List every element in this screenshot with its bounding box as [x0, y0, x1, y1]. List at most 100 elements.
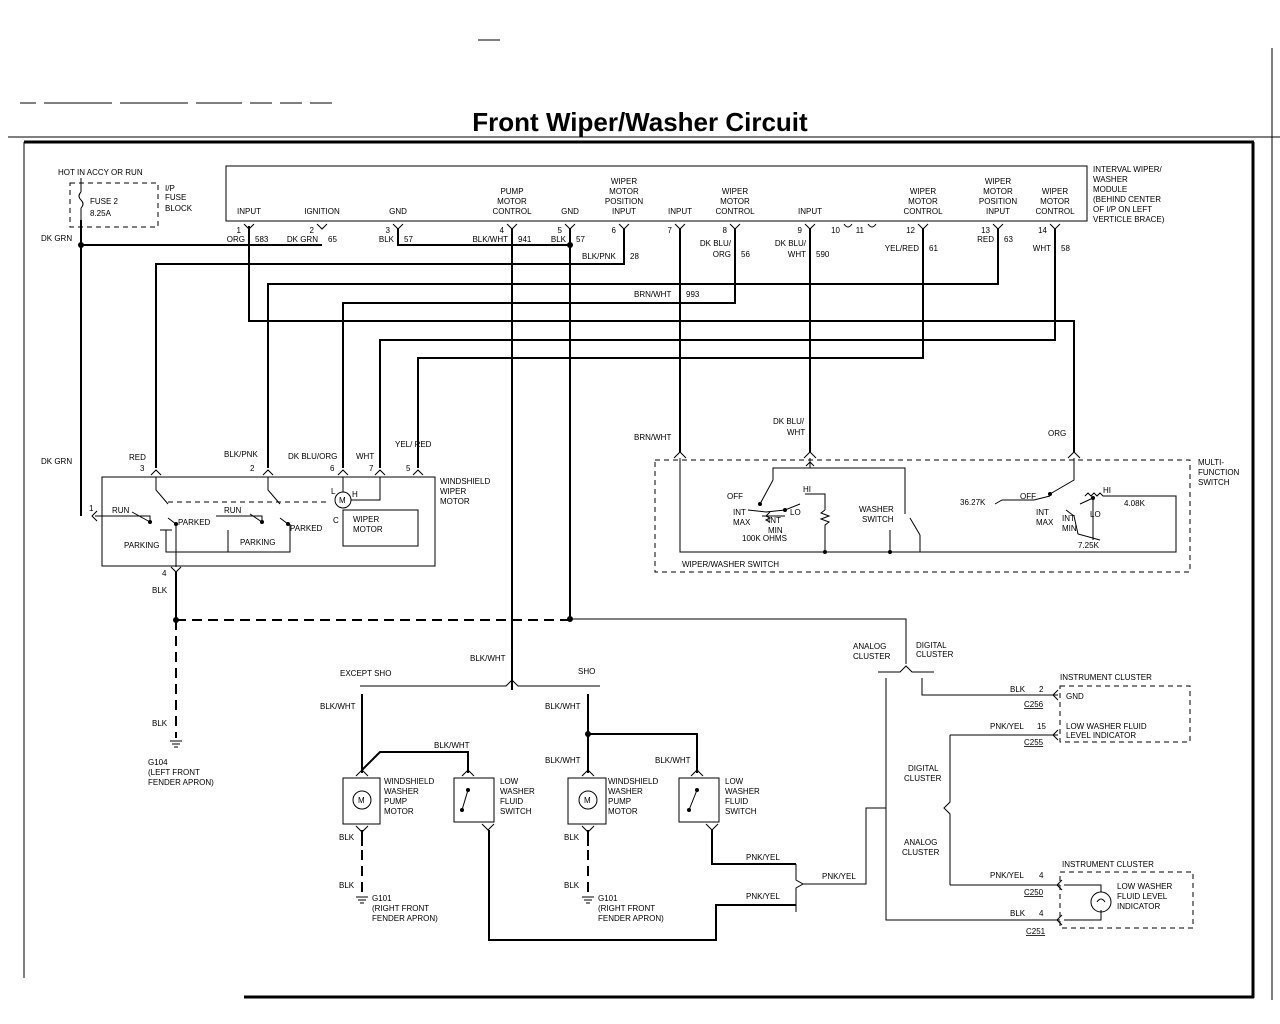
- sho-level-name: LOW WASHER FLUID SWITCH: [725, 777, 760, 816]
- dic-row1-label: GND: [1066, 692, 1084, 701]
- svg-text:SWITCH: SWITCH: [500, 807, 532, 816]
- digital-instrument-cluster: INSTRUMENT CLUSTER BLK 2 C256 GND PNK/YE…: [990, 673, 1191, 747]
- module-pin-12-color: YEL/RED: [885, 244, 919, 253]
- module-pin-3-func: GND: [389, 207, 407, 216]
- g104-wire-label: BLK: [152, 586, 168, 595]
- sho-out-wire-2: PNK/YEL: [746, 892, 780, 901]
- mfs-r-36k: 36.27K: [960, 498, 986, 507]
- svg-text:OF I/P ON LEFT: OF I/P ON LEFT: [1093, 205, 1152, 214]
- module-pin-2-func: IGNITION: [304, 207, 340, 216]
- mfs-footer: WIPER/WASHER SWITCH: [682, 560, 779, 569]
- wm-pin3-color: RED: [129, 453, 146, 462]
- svg-text:WASHER: WASHER: [500, 787, 535, 796]
- svg-text:WINDSHIELD: WINDSHIELD: [440, 477, 490, 486]
- module-pin-14-circuit: 58: [1061, 244, 1070, 253]
- module-pin-13-func: WIPER: [985, 177, 1011, 186]
- sho-pump-m: M: [584, 796, 591, 805]
- aic-row1-pin: 4: [1039, 871, 1044, 880]
- wire-label-993: 993: [686, 290, 700, 299]
- sel-mid-digital-1: DIGITAL: [908, 764, 939, 773]
- module-pin-1-color: ORG: [227, 235, 245, 244]
- module-pin-13: 13: [981, 226, 990, 235]
- washer-switch-1: WASHER: [859, 505, 894, 514]
- module-pin-8-color2: ORG: [713, 250, 731, 259]
- module-pin-8-circuit: 56: [741, 250, 750, 259]
- mfs-wire-org: ORG: [1048, 429, 1066, 438]
- module-pin-3: 3: [386, 226, 391, 235]
- run-label-2: RUN: [224, 506, 242, 515]
- es-wire-jump: BLK/WHT: [434, 741, 470, 750]
- module-pin-14-func: MOTOR: [1040, 197, 1070, 206]
- diagram-frame: [23, 140, 1255, 999]
- module-pin-10: 10: [831, 226, 840, 235]
- wm-pin7-color: WHT: [356, 452, 374, 461]
- es-ground-wire-1: BLK: [339, 833, 355, 842]
- mfs-l-off: OFF: [727, 492, 743, 501]
- module-wiring: BLK/PNK BRN/WHT 993: [155, 226, 1075, 690]
- svg-text:MOTOR: MOTOR: [608, 807, 638, 816]
- es-wire-in: BLK/WHT: [320, 702, 356, 711]
- mfs-r-hi: HI: [1103, 486, 1111, 495]
- module-pin-4-func: PUMP: [500, 187, 523, 196]
- module-pin-14-func: CONTROL: [1035, 207, 1075, 216]
- washer-split: BLK/WHT EXCEPT SHO SHO: [340, 654, 600, 687]
- fuse-wire-label: DK GRN: [41, 234, 72, 243]
- aic-name: INSTRUMENT CLUSTER: [1062, 860, 1154, 869]
- mfs-r-408k: 4.08K: [1124, 499, 1146, 508]
- interval-module: INTERVAL WIPER/ WASHER MODULE (BEHIND CE…: [225, 165, 1165, 261]
- module-pin-12-circuit: 61: [929, 244, 938, 253]
- washer-switch-2: SWITCH: [862, 515, 894, 524]
- wire-label-blk-pnk: BLK/PNK: [582, 252, 616, 261]
- sel-top-digital-1: DIGITAL: [916, 641, 947, 650]
- fuse-block: HOT IN ACCY OR RUN FUSE 2 8.25A I/P FUSE…: [41, 168, 322, 516]
- dic-row2-label2: LEVEL INDICATOR: [1066, 731, 1136, 740]
- mfs-r-725k: 7.25K: [1078, 541, 1100, 550]
- module-pin-8-func: WIPER: [722, 187, 748, 196]
- es-pump-name: WINDSHIELD WASHER PUMP MOTOR: [384, 777, 434, 816]
- module-pin-6: 6: [612, 226, 617, 235]
- svg-text:G101: G101: [372, 894, 392, 903]
- fuse-block-line1: I/P: [165, 184, 175, 193]
- svg-text:(RIGHT FRONT: (RIGHT FRONT: [598, 904, 655, 913]
- module-pin-8-func: CONTROL: [715, 207, 755, 216]
- aic-indicator-2: FLUID LEVEL: [1117, 892, 1168, 901]
- mfs-l-int: INT: [733, 508, 746, 517]
- svg-text:FENDER APRON): FENDER APRON): [372, 914, 438, 923]
- svg-text:MOTOR: MOTOR: [384, 807, 414, 816]
- mfs-l-lo: LO: [790, 508, 801, 517]
- aic-row2-color: BLK: [1010, 909, 1026, 918]
- mfs-wire-brn: BRN/WHT: [634, 433, 671, 442]
- module-pin-2-circuit: 65: [328, 235, 337, 244]
- module-pin-9-color: DK BLU/: [775, 239, 807, 248]
- cluster-routing: PNK/YEL ANALOG CLUSTER DIGITAL CLUSTER D…: [803, 641, 1060, 921]
- module-pin-11: 11: [856, 226, 865, 235]
- mfs-l-max: MAX: [733, 518, 751, 527]
- sho-wire-right: BLK/WHT: [655, 756, 691, 765]
- fuse-block-line2: FUSE: [165, 193, 186, 202]
- sel-top-analog-1: ANALOG: [853, 642, 886, 651]
- module-pin-4: 4: [500, 226, 505, 235]
- wm-pin2-color: BLK/PNK: [224, 450, 258, 459]
- sho-ground-name: G101 (RIGHT FRONT FENDER APRON): [598, 894, 664, 923]
- fuse-name: FUSE 2: [90, 197, 119, 206]
- sho-wire-in: BLK/WHT: [545, 702, 581, 711]
- module-pin-12: 12: [906, 226, 915, 235]
- module-pin-5: 5: [558, 226, 563, 235]
- fuse-block-line3: BLOCK: [165, 204, 193, 213]
- module-pin-12-func: CONTROL: [903, 207, 943, 216]
- page-title: Front Wiper/Washer Circuit: [472, 107, 808, 137]
- fuse-rating: 8.25A: [90, 209, 112, 218]
- module-pin-4-func: MOTOR: [497, 197, 527, 206]
- module-pin-6-func: INPUT: [612, 207, 636, 216]
- wm-pin4: 4: [162, 569, 167, 578]
- dic-row2-conn: C255: [1024, 738, 1044, 747]
- wm-pin6-color: DK BLU/ORG: [288, 452, 337, 461]
- dic-row2-pin: 15: [1037, 722, 1046, 731]
- aic-indicator-3: INDICATOR: [1117, 902, 1160, 911]
- parked-label-2: PARKED: [290, 524, 323, 533]
- mfs-r-int2: INT: [1062, 514, 1075, 523]
- svg-text:WIPER: WIPER: [440, 487, 466, 496]
- g104-wire-label-2: BLK: [152, 719, 168, 728]
